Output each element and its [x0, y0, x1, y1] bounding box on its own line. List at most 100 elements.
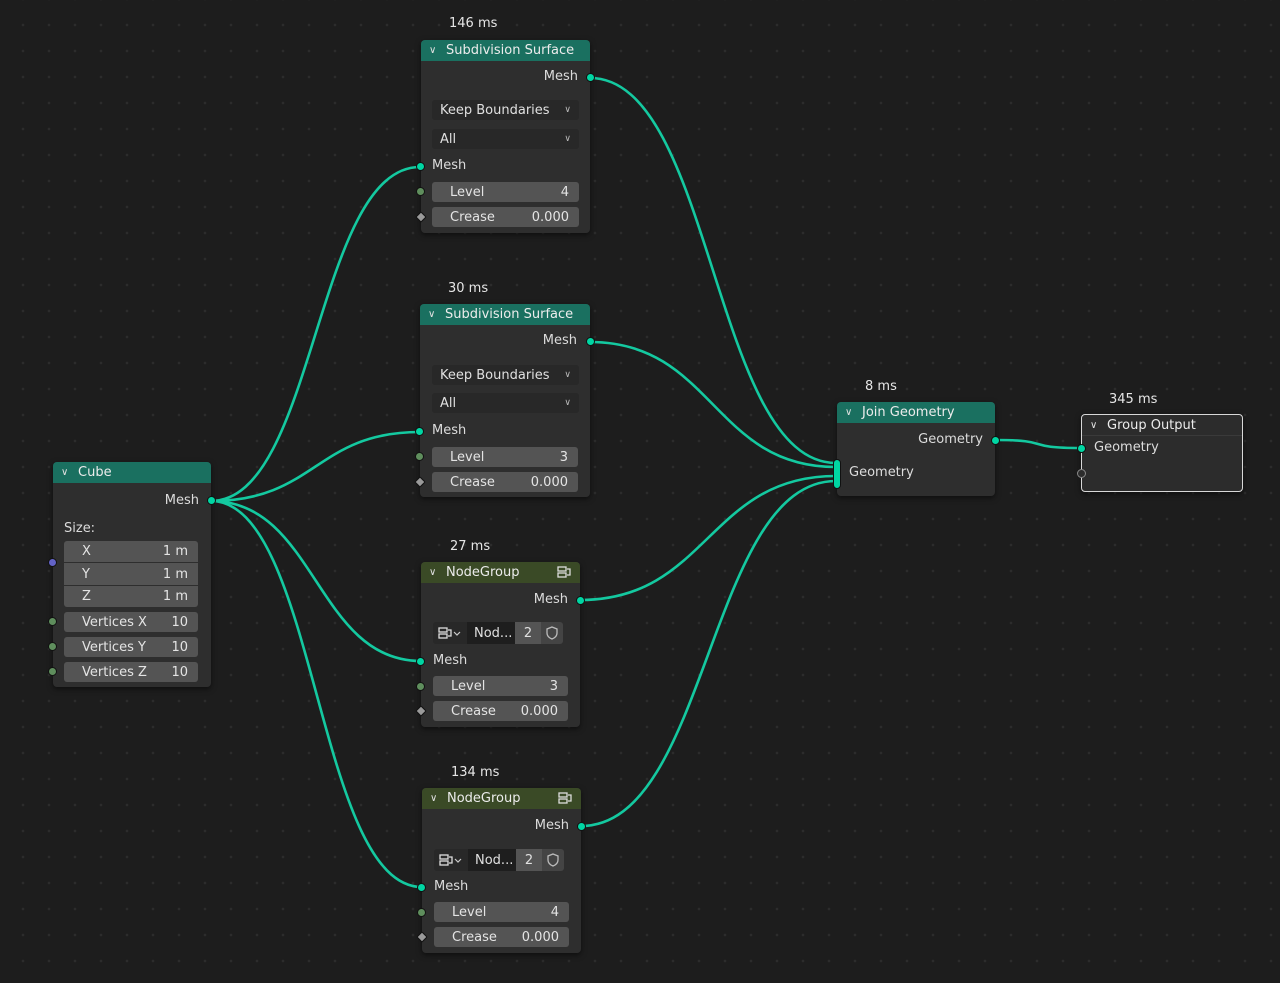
- node-tree-icon[interactable]: [557, 565, 573, 579]
- user-count[interactable]: 2: [516, 849, 542, 871]
- node-header[interactable]: ∨ Group Output: [1082, 415, 1242, 436]
- link-subdiv2-to-join[interactable]: [589, 340, 837, 469]
- input-socket-mesh[interactable]: [415, 427, 424, 436]
- chevron-down-icon[interactable]: ∨: [428, 309, 436, 320]
- chevron-down-icon: ∨: [564, 370, 571, 380]
- node-group-output[interactable]: ∨ Group Output Geometry: [1077, 414, 1243, 492]
- chevron-down-icon: ∨: [564, 134, 571, 144]
- field-label: X: [82, 544, 91, 559]
- chevron-down-icon[interactable]: ∨: [1090, 419, 1098, 431]
- input-socket-mesh[interactable]: [417, 883, 426, 892]
- node-group-name[interactable]: Nod...: [467, 622, 515, 644]
- fake-user-shield-icon[interactable]: [542, 849, 564, 871]
- input-socket-crease[interactable]: [415, 705, 427, 717]
- input-socket-level[interactable]: [416, 187, 425, 196]
- input-socket-mesh[interactable]: [416, 657, 425, 666]
- chevron-down-icon[interactable]: ∨: [430, 793, 438, 804]
- node-title: Cube: [78, 465, 112, 480]
- input-socket-crease[interactable]: [414, 476, 426, 488]
- input-socket-vertices-y[interactable]: [48, 642, 57, 651]
- input-socket-vertices-z[interactable]: [48, 667, 57, 676]
- output-socket-geometry[interactable]: [991, 436, 1000, 445]
- node-header[interactable]: ∨Join Geometry: [837, 402, 995, 423]
- node-header[interactable]: ∨Subdivision Surface: [420, 304, 590, 325]
- node-group-selector[interactable]: Nod... 2: [433, 622, 563, 644]
- input-socket-label: Mesh: [434, 879, 469, 894]
- node-tree-icon[interactable]: [434, 849, 468, 871]
- output-socket-label: Mesh: [533, 592, 568, 607]
- output-socket-mesh[interactable]: [586, 73, 595, 82]
- link-group2-to-join[interactable]: [580, 479, 837, 828]
- user-count[interactable]: 2: [515, 622, 541, 644]
- node-header[interactable]: ∨NodeGroup: [421, 562, 580, 583]
- output-socket-label: Mesh: [534, 818, 569, 833]
- link-join-to-output[interactable]: [994, 438, 1082, 450]
- chevron-down-icon[interactable]: ∨: [61, 467, 69, 478]
- uv-smooth-dropdown[interactable]: Keep Boundaries∨: [432, 100, 579, 120]
- node-title: Group Output: [1107, 417, 1196, 433]
- field-value: 1 m: [162, 566, 188, 582]
- input-socket-level[interactable]: [417, 908, 426, 917]
- link-subdiv1-to-join[interactable]: [589, 76, 837, 465]
- output-socket-mesh[interactable]: [576, 596, 585, 605]
- input-socket-geometry[interactable]: [1077, 444, 1086, 453]
- node-tree-icon[interactable]: [433, 622, 467, 644]
- fake-user-shield-icon[interactable]: [541, 622, 563, 644]
- node-subdivision-surface-2[interactable]: ∨Subdivision Surface Mesh Keep Boundarie…: [414, 304, 595, 497]
- node-tree-icon[interactable]: [558, 791, 574, 805]
- node-join-geometry[interactable]: ∨Join Geometry Geometry Geometry: [833, 402, 1000, 496]
- link-cube-to-group1[interactable]: [210, 499, 422, 663]
- node-group-selector[interactable]: Nod... 2: [434, 849, 564, 871]
- node-header[interactable]: ∨NodeGroup: [422, 788, 581, 809]
- boundary-smooth-dropdown[interactable]: All∨: [432, 393, 579, 413]
- link-cube-to-subdiv1[interactable]: [210, 165, 421, 503]
- node-timing: 30 ms: [448, 281, 489, 296]
- link-cube-to-subdiv2[interactable]: [210, 430, 421, 503]
- node-group-name[interactable]: Nod...: [468, 849, 516, 871]
- output-socket-mesh[interactable]: [577, 822, 586, 831]
- input-socket-geometry-multi[interactable]: [833, 459, 841, 489]
- input-socket-label: Geometry: [1094, 440, 1159, 455]
- chevron-down-icon[interactable]: ∨: [429, 45, 437, 56]
- input-socket-vertices-x[interactable]: [48, 617, 57, 626]
- chevron-down-icon[interactable]: ∨: [429, 567, 437, 578]
- node-subdivision-surface-1[interactable]: ∨Subdivision Surface Mesh Keep Boundarie…: [415, 40, 595, 233]
- input-socket-level[interactable]: [416, 682, 425, 691]
- input-socket-mesh[interactable]: [416, 162, 425, 171]
- input-socket-crease[interactable]: [416, 931, 428, 943]
- input-socket-size[interactable]: [48, 558, 57, 567]
- node-header[interactable]: ∨Subdivision Surface: [421, 40, 590, 61]
- output-socket-mesh[interactable]: [207, 496, 216, 505]
- uv-smooth-dropdown[interactable]: Keep Boundaries∨: [432, 365, 579, 385]
- input-socket-empty[interactable]: [1077, 469, 1086, 478]
- link-group1-to-join[interactable]: [579, 474, 837, 602]
- node-timing: 146 ms: [449, 16, 498, 31]
- chevron-down-icon[interactable]: ∨: [845, 407, 853, 418]
- node-header[interactable]: ∨ Cube: [53, 462, 211, 483]
- link-cube-to-group2[interactable]: [210, 499, 423, 889]
- field-label: Vertices Y: [82, 639, 146, 655]
- field-label: Crease: [452, 929, 497, 945]
- output-socket-mesh[interactable]: [586, 337, 595, 346]
- input-socket-level[interactable]: [415, 452, 424, 461]
- field-label: Z: [82, 589, 91, 604]
- input-socket-crease[interactable]: [415, 211, 427, 223]
- boundary-smooth-dropdown[interactable]: All∨: [432, 129, 579, 149]
